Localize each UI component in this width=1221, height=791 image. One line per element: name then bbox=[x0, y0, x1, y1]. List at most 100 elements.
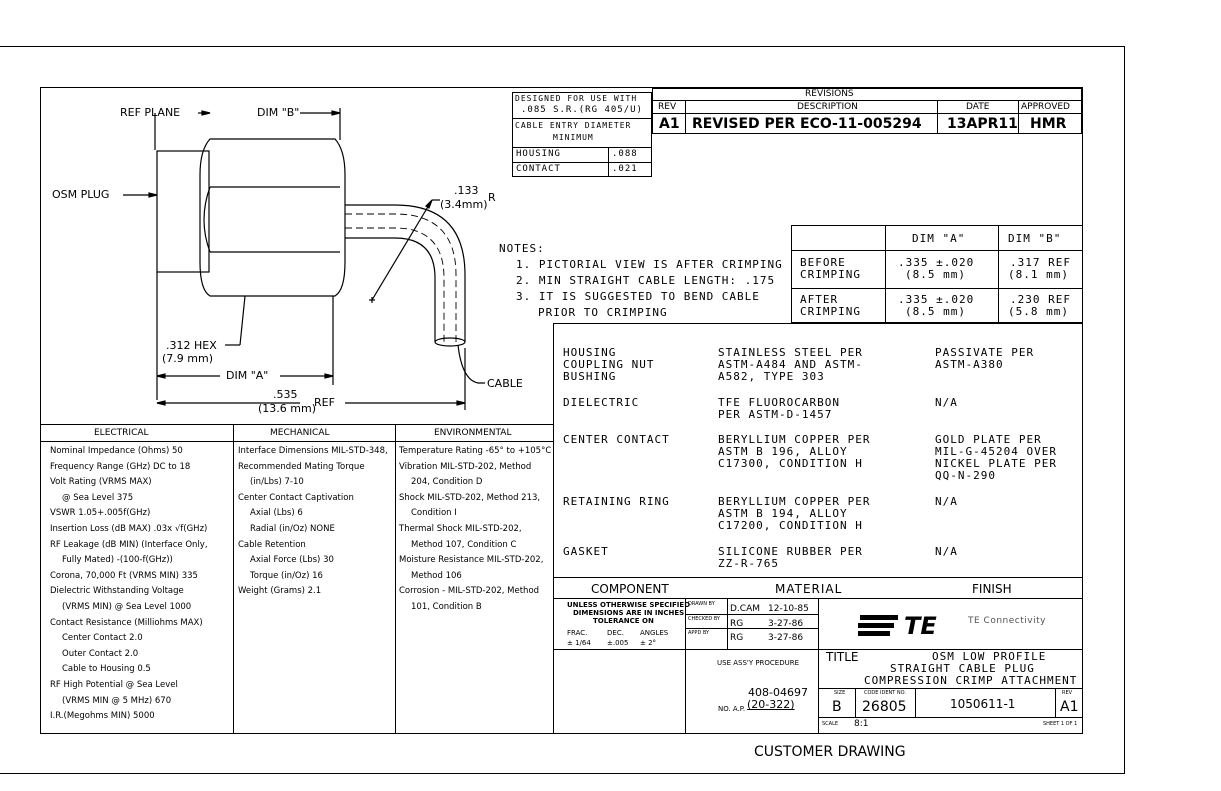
tb-row-title bbox=[818, 688, 1083, 689]
env-property: Method 106 bbox=[411, 570, 462, 581]
mat-row-3-finish: GOLD PLATE PER MIL-G-45204 OVER NICKEL P… bbox=[935, 434, 1057, 482]
after-b-mm: (5.8 mm) bbox=[1008, 305, 1069, 318]
mat-row-1-finish-line: PASSIVATE PER bbox=[935, 346, 1035, 359]
rev-value: A1 bbox=[659, 116, 680, 132]
env-property: Vibration MIL-STD-202, Method bbox=[399, 461, 532, 472]
mat-row-4-material-line: C17200, CONDITION H bbox=[718, 519, 863, 532]
materials-footer-top bbox=[553, 577, 1083, 578]
props-col-1 bbox=[233, 424, 234, 734]
tb-col-1 bbox=[685, 598, 686, 734]
dim-table bbox=[791, 225, 1083, 323]
design-divider-2 bbox=[512, 147, 652, 148]
mat-row-5-material-line: SILICONE RUBBER PER bbox=[718, 545, 863, 558]
props-header-bottom bbox=[40, 441, 553, 442]
mat-row-1-component: HOUSING COUPLING NUT BUSHING bbox=[563, 347, 654, 383]
frame-right bbox=[1124, 46, 1125, 774]
frame-top bbox=[0, 46, 1125, 47]
elec-property: RF High Potential @ Sea Level bbox=[50, 680, 178, 690]
props-col-2 bbox=[395, 424, 396, 734]
title-line-2: STRAIGHT CABLE PLUG bbox=[890, 662, 1035, 675]
dim-col-1 bbox=[885, 225, 886, 323]
tol-dec-val: ±.005 bbox=[607, 639, 629, 647]
after-a: .335 ±.020 bbox=[898, 293, 975, 306]
approved-by: RG bbox=[730, 633, 744, 643]
hex-mm-label: (7.9 mm) bbox=[162, 352, 214, 365]
length-label: .535 bbox=[273, 388, 298, 401]
after-a-mm: (8.5 mm) bbox=[905, 305, 966, 318]
mat-row-4-material-line: ASTM B 194, ALLOY bbox=[718, 507, 848, 520]
env-property: Condition I bbox=[411, 508, 457, 519]
drawn-by: D.CAM bbox=[730, 604, 760, 614]
env-property: Corrosion - MIL-STD-202, Method bbox=[399, 586, 540, 597]
elec-property: Cable to Housing 0.5 bbox=[62, 664, 151, 675]
elec-property: (VRMS MIN) @ Sea Level 1000 bbox=[62, 602, 192, 612]
design-col-divider bbox=[608, 147, 609, 177]
part-number: 1050611-1 bbox=[950, 697, 1016, 711]
mat-row-2-component-line: DIELECTRIC bbox=[563, 396, 640, 409]
mat-row-3-material: BERYLLIUM COPPER PER ASTM B 196, ALLOY C… bbox=[718, 434, 870, 470]
note-3-cont: PRIOR TO CRIMPING bbox=[538, 306, 668, 319]
mat-row-1-material-line: A582, TYPE 303 bbox=[718, 370, 825, 383]
design-divider-1 bbox=[512, 118, 652, 119]
drawn-label: DRAWN BY bbox=[688, 601, 715, 607]
elec-property: Volt Rating (VRMS MAX) bbox=[50, 477, 152, 488]
footer-finish: FINISH bbox=[972, 582, 1012, 596]
te-logo-icon: TE bbox=[858, 612, 948, 640]
dim-row-1 bbox=[791, 250, 1083, 251]
mat-row-5-component: GASKET bbox=[563, 546, 609, 558]
tolerance-line: DIMENSIONS ARE IN INCHES bbox=[573, 609, 685, 617]
design-line2: .085 S.R.(RG 405/U) bbox=[521, 105, 643, 115]
before-label: BEFORE bbox=[800, 256, 846, 269]
housing-value: .088 bbox=[612, 149, 638, 159]
customer-drawing-label: CUSTOMER DRAWING bbox=[754, 744, 906, 760]
mat-row-2-material: TFE FLUOROCARBON PER ASTM-D-1457 bbox=[718, 397, 840, 421]
mat-row-4-finish: N/A bbox=[935, 496, 958, 508]
procedure-label: USE ASS'Y PROCEDURE bbox=[717, 659, 800, 667]
env-property: Moisture Resistance MIL-STD-202, bbox=[399, 555, 544, 566]
mat-row-4-component-line: RETAINING RING bbox=[563, 495, 670, 508]
env-property: Temperature Rating -65° to +105°C bbox=[399, 446, 552, 456]
tb-sig-col bbox=[727, 598, 728, 649]
housing-label: HOUSING bbox=[516, 149, 561, 159]
mat-row-1-material-line: ASTM-A484 AND ASTM- bbox=[718, 358, 863, 371]
rev-col-1 bbox=[685, 101, 686, 134]
elec-property: Corona, 70,000 Ft (VRMS MIN) 335 bbox=[50, 570, 198, 581]
te-logo-text: TE bbox=[904, 612, 937, 640]
tolerance-line: UNLESS OTHERWISE SPECIFIED bbox=[567, 601, 691, 609]
bend-radius-label: .133 bbox=[454, 184, 479, 197]
tol-angles-val: ± 2° bbox=[640, 639, 657, 647]
tb-row-scale bbox=[818, 717, 1083, 718]
rev-divider-2 bbox=[652, 113, 1082, 114]
after-label-2: CRIMPING bbox=[800, 305, 861, 318]
environmental-header: ENVIRONMENTAL bbox=[434, 428, 512, 438]
mat-row-3-finish-line: MIL-G-45204 OVER bbox=[935, 445, 1057, 458]
rev-description: REVISED PER ECO-11-005294 bbox=[692, 116, 922, 132]
mat-row-3-finish-line: QQ-N-290 bbox=[935, 469, 996, 482]
elec-property: I.R.(Megohms MIN) 5000 bbox=[50, 711, 155, 722]
mat-row-1-component-line: COUPLING NUT bbox=[563, 358, 655, 371]
description-header: DESCRIPTION bbox=[797, 102, 858, 112]
title-line-3: COMPRESSION CRIMP ATTACHMENT bbox=[864, 674, 1078, 687]
materials-left-border bbox=[553, 323, 554, 734]
approved-label: APPD BY bbox=[688, 630, 710, 636]
elec-property: (VRMS MIN @ 5 MHz) 670 bbox=[62, 695, 172, 706]
scale-value: 8:1 bbox=[854, 719, 869, 729]
rev-divider-1 bbox=[652, 100, 1082, 101]
tb-col-2 bbox=[818, 598, 819, 734]
before-b: .317 REF bbox=[1010, 256, 1071, 269]
title-line-1: OSM LOW PROFILE bbox=[932, 650, 1047, 663]
before-label-2: CRIMPING bbox=[800, 268, 861, 281]
design-block bbox=[512, 92, 652, 177]
mech-property: (in/Lbs) 7-10 bbox=[250, 477, 304, 488]
elec-property: Contact Resistance (Milliohms MAX) bbox=[50, 617, 203, 628]
checked-date: 3-27-86 bbox=[768, 619, 804, 629]
mat-row-2-component: DIELECTRIC bbox=[563, 397, 639, 409]
tol-frac: FRAC. bbox=[567, 629, 588, 637]
mat-row-1-component-line: BUSHING bbox=[563, 370, 617, 383]
env-property: Shock MIL-STD-202, Method 213, bbox=[399, 492, 541, 503]
mech-property: Center Contact Captivation bbox=[238, 492, 354, 503]
tb-sig-row-2 bbox=[685, 628, 818, 629]
design-line1: DESIGNED FOR USE WITH bbox=[515, 94, 638, 103]
rev-col-2 bbox=[937, 101, 938, 134]
